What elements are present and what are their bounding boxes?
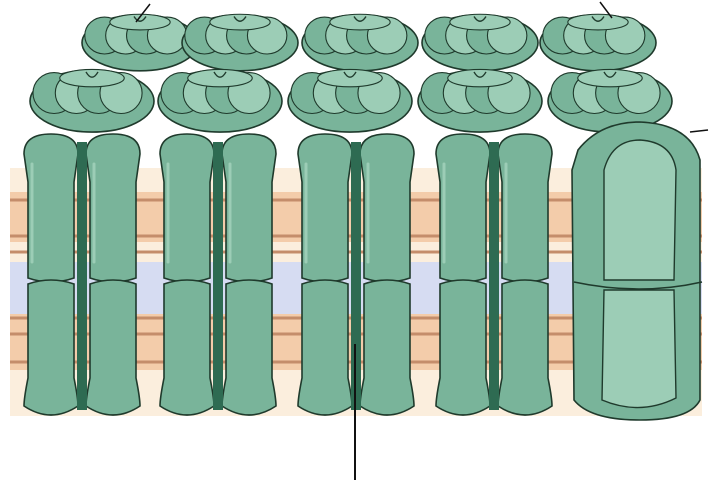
- connexon-cap: [422, 14, 538, 71]
- gap-junction-channel: [24, 134, 140, 415]
- connexon-cap-top: [448, 69, 512, 86]
- connexin-half: [498, 134, 552, 415]
- connexin-half: [298, 134, 352, 415]
- connexon-cap: [182, 14, 298, 71]
- channel-pore: [489, 142, 499, 410]
- lower-hemichannel-subunit: [298, 280, 352, 415]
- connexon-cap: [288, 69, 412, 132]
- connexin-half: [360, 134, 414, 415]
- lower-hemichannel-subunit: [360, 280, 414, 415]
- connexon-cap-top: [210, 14, 270, 30]
- connexon-cap-top: [330, 14, 390, 30]
- lower-hemichannel-subunit: [86, 280, 140, 415]
- connexon-cap-top: [450, 14, 510, 30]
- lower-hemichannel-subunit: [160, 280, 214, 415]
- gap-junction-channel: [160, 134, 276, 415]
- gap-junction-channel: [436, 134, 552, 415]
- connexin-half: [86, 134, 140, 415]
- intact-lower-subunit: [602, 290, 676, 408]
- connexin-half: [160, 134, 214, 415]
- connexon-cap: [158, 69, 282, 132]
- connexon-cap-top: [578, 69, 642, 86]
- connexon-cap-top: [318, 69, 382, 86]
- connexon-cap: [82, 14, 198, 71]
- connexon-top-rows: [30, 14, 672, 132]
- lower-hemichannel-subunit: [222, 280, 276, 415]
- connexon-cap-top: [568, 14, 628, 30]
- channel-pore: [213, 142, 223, 410]
- channel-pore: [77, 142, 87, 410]
- lower-hemichannel-subunit: [24, 280, 78, 415]
- lower-hemichannel-subunit: [436, 280, 490, 415]
- connexon-cap-top: [188, 69, 252, 86]
- leader-line-right: [690, 130, 708, 132]
- connexon-cap: [418, 69, 542, 132]
- connexon-cap: [540, 14, 656, 71]
- lower-hemichannel-subunit: [498, 280, 552, 415]
- connexon-cap-top: [60, 69, 124, 86]
- connexin-half: [222, 134, 276, 415]
- intact-upper-subunit: [604, 140, 676, 280]
- connexin-half: [436, 134, 490, 415]
- connexon-cap: [302, 14, 418, 71]
- connexin-half: [24, 134, 78, 415]
- connexon-cap: [30, 69, 154, 132]
- intact-connexon: [572, 122, 702, 420]
